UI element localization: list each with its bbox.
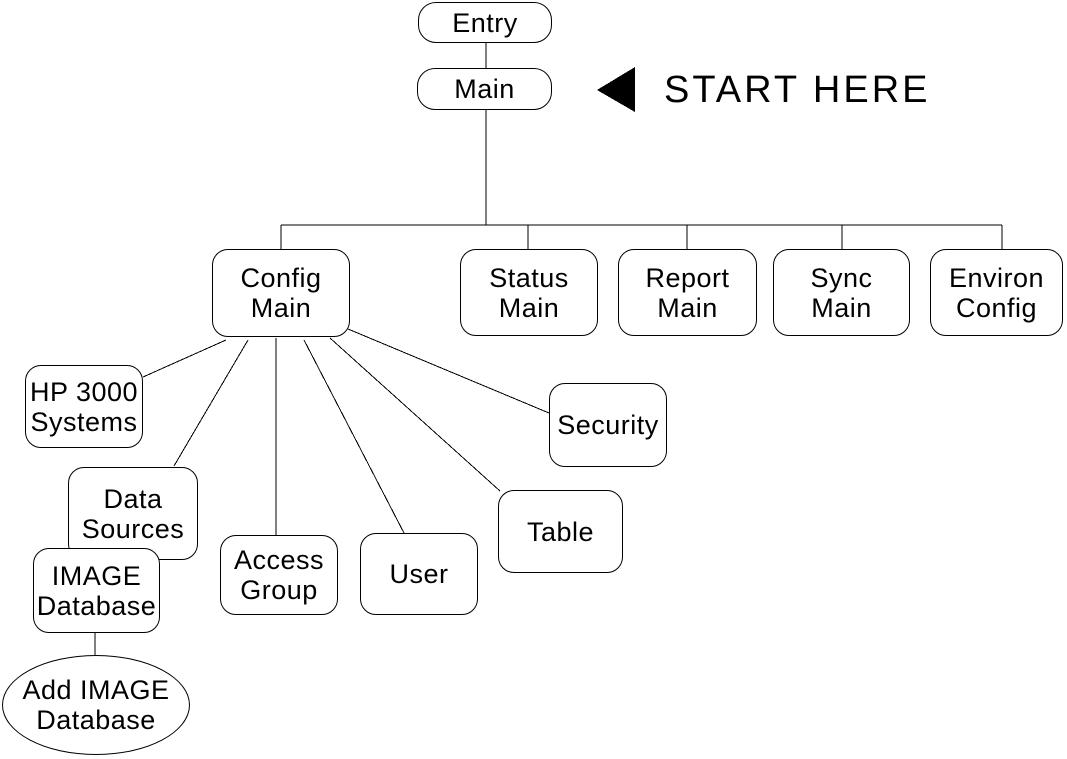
node-status-main: Status Main: [460, 249, 598, 336]
connector-config-data-sources: [173, 339, 249, 467]
node-user: User: [360, 533, 478, 615]
connector-config-hp3000: [142, 339, 227, 378]
node-image-database: IMAGE Database: [33, 548, 160, 633]
node-table: Table: [498, 490, 623, 573]
start-here-arrow-icon: [597, 67, 635, 112]
connector-config-table: [329, 337, 501, 492]
node-entry: Entry: [418, 2, 552, 43]
connector-config-user: [303, 339, 405, 534]
node-hp3000-systems: HP 3000 Systems: [25, 365, 143, 448]
node-access-group: Access Group: [220, 535, 338, 615]
node-add-image-database: Add IMAGE Database: [2, 655, 190, 755]
node-environ-config: Environ Config: [930, 249, 1063, 336]
connector-config-security: [347, 328, 550, 414]
node-sync-main: Sync Main: [773, 249, 910, 336]
node-report-main: Report Main: [618, 249, 757, 336]
node-main: Main: [417, 68, 552, 110]
node-security: Security: [549, 383, 667, 467]
node-config-main: Config Main: [212, 249, 350, 337]
node-data-sources: Data Sources: [68, 467, 198, 560]
start-here-label: START HERE: [664, 69, 931, 111]
